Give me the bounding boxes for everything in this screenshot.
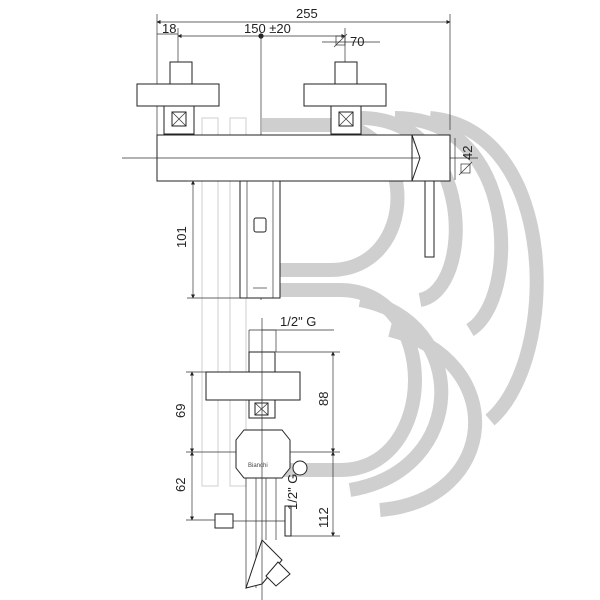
dim-overall-width: 255: [296, 6, 318, 21]
right-handle: [303, 61, 387, 135]
dim-inlet-thread-side: 1/2" G: [285, 474, 300, 510]
diameter-symbol-icon: [458, 161, 473, 176]
top-view: [122, 61, 478, 299]
dim-total-height: 88: [316, 392, 331, 406]
spout-diameter-label: 42: [458, 146, 475, 176]
top-dimensions: [156, 14, 456, 300]
dim-center-distance: 150 ±20: [244, 21, 291, 36]
diameter-symbol-icon: [333, 33, 348, 48]
dim-handle-height: 69: [173, 404, 188, 418]
dim-lower-height: 62: [173, 478, 188, 492]
dim-lower-depth: 112: [316, 507, 331, 528]
watermark-logo: [201, 111, 544, 517]
side-view: [186, 318, 340, 600]
dim-handle-diameter: 70: [350, 34, 364, 49]
left-handle: [136, 61, 220, 135]
body-housing: [239, 180, 281, 299]
brand-label: Bianchi: [248, 463, 268, 469]
dim-spout-diameter: 42: [460, 146, 475, 160]
dim-offset-left: 18: [162, 21, 176, 36]
dim-body-depth: 101: [174, 226, 189, 248]
dim-inlet-thread-top: 1/2" G: [280, 314, 316, 329]
